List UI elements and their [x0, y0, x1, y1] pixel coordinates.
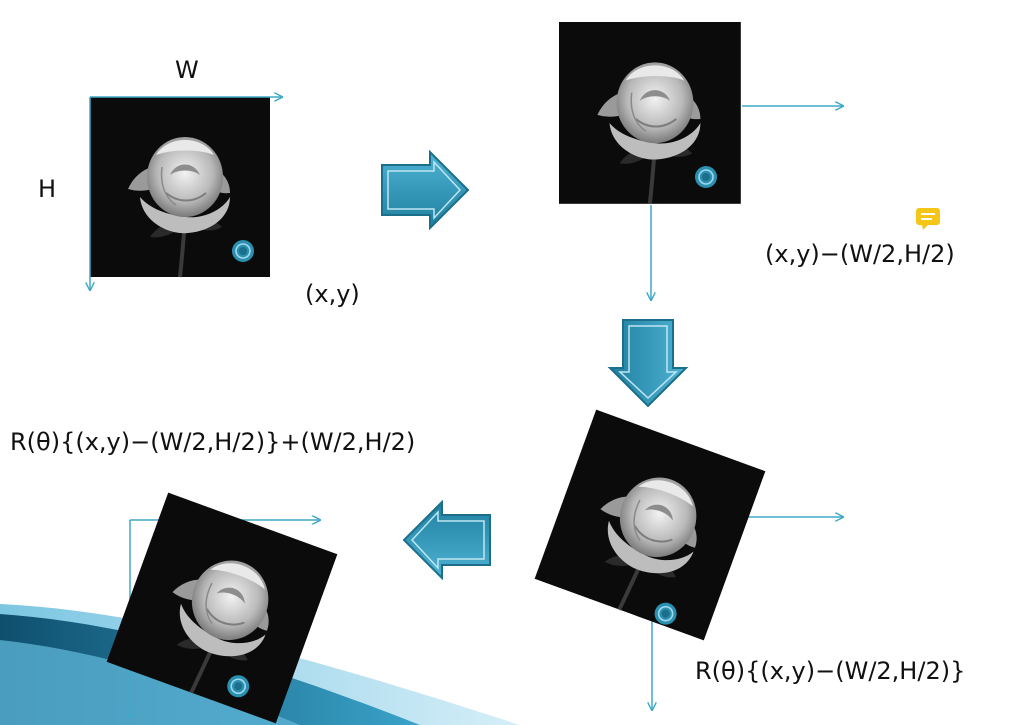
rotated-formula: R(θ){(x,y)−(W/2,H/2)}: [695, 657, 965, 685]
comment-icon[interactable]: [915, 207, 941, 231]
translated-formula: (x,y)−(W/2,H/2): [765, 240, 955, 268]
rose-photo-rotated: [535, 410, 766, 641]
point-label: (x,y): [305, 280, 360, 308]
block-arrow-icon: [382, 152, 468, 228]
height-label: H: [38, 175, 56, 203]
width-label: W: [175, 56, 199, 84]
circle-target-icon: [232, 240, 254, 262]
final-formula: R(θ){(x,y)−(W/2,H/2)}+(W/2,H/2): [10, 428, 415, 456]
circle-target-icon: [695, 166, 717, 188]
original-image-panel: [90, 97, 282, 290]
block-arrow-icon: [610, 320, 686, 406]
block-arrow-icon: [404, 502, 490, 578]
